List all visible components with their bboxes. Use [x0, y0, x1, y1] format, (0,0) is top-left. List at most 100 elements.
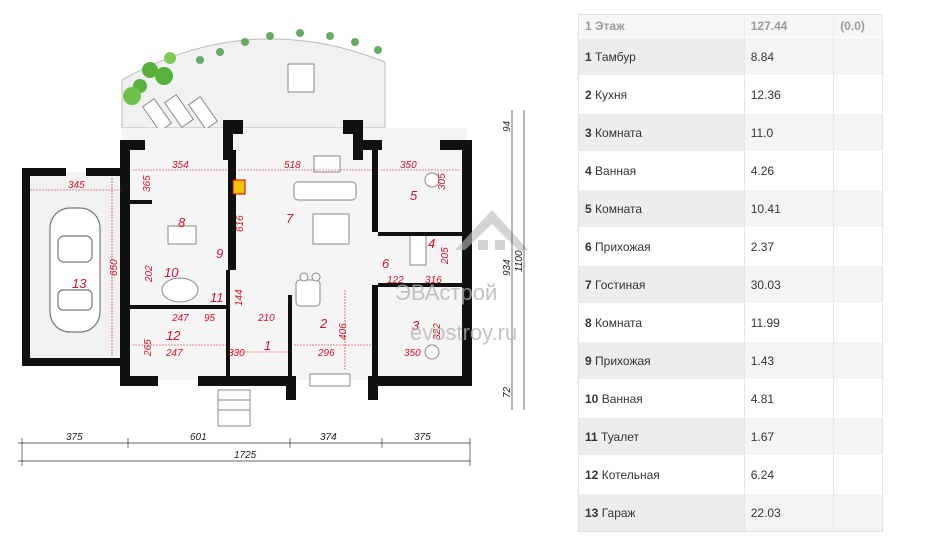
outer-dim-label: 375: [66, 432, 83, 443]
room-numbers: 1 2 3 4 5 6 7 8 9 10 11 12 13: [72, 188, 435, 353]
empty-cell: [833, 227, 883, 266]
plumbing-fixtures: [161, 155, 440, 387]
room-number: 9: [585, 353, 592, 368]
room-number-10: 10: [164, 265, 179, 280]
room-name: Ванная: [595, 163, 637, 178]
room-area: 1.43: [743, 341, 834, 380]
terrace-table: [287, 63, 315, 93]
dim-label: 518: [284, 160, 301, 171]
dim-label: 316: [425, 275, 442, 286]
floor-plan: 1 2 3 4 5 6 7 8 9 10 11 12 13 345 354 51…: [18, 29, 528, 466]
room-name-cell: 13 Гараж: [578, 493, 745, 532]
dim-label: 247: [165, 348, 183, 359]
empty-cell: [833, 341, 883, 380]
room-name: Кухня: [595, 87, 628, 102]
room-number-12: 12: [166, 328, 181, 343]
room-name: Туалет: [601, 429, 639, 444]
empty-cell: [833, 189, 883, 228]
dim-label: 305: [437, 173, 448, 190]
outer-dim-label: 375: [414, 432, 431, 443]
room-number: 11: [585, 429, 598, 444]
room-area: 4.81: [743, 379, 834, 418]
dim-label: 202: [144, 265, 155, 283]
empty-cell: [833, 493, 883, 532]
room-area: 12.36: [743, 75, 834, 114]
empty-cell: [833, 75, 883, 114]
room-number: 1: [585, 49, 592, 64]
room-number-2: 2: [319, 316, 328, 331]
outer-dim-label: 1725: [234, 450, 257, 461]
room-number-11: 11: [210, 290, 224, 305]
room-number: 3: [585, 125, 592, 140]
outer-dim-label: 934: [502, 259, 513, 276]
room-number: 13: [585, 505, 599, 520]
room-area: 11.0: [743, 113, 834, 152]
extra-area: (0.0): [833, 14, 883, 38]
sun-loungers: [141, 94, 219, 132]
empty-cell: [833, 37, 883, 76]
room-number-4: 4: [428, 236, 435, 251]
dim-label: 354: [172, 160, 189, 171]
room-name-cell: 2 Кухня: [578, 75, 745, 114]
walls: [22, 120, 472, 400]
room-name: Комната: [595, 315, 643, 330]
room-number: 4: [585, 163, 592, 178]
dim-label: 247: [171, 313, 189, 324]
dim-label: 296: [317, 348, 335, 359]
room-name: Тамбур: [595, 49, 636, 64]
dim-label: 406: [338, 323, 349, 340]
outer-dim-label: 1100: [514, 250, 525, 272]
room-name: Комната: [595, 125, 643, 140]
room-area: 1.67: [743, 417, 834, 456]
empty-cell: [833, 265, 883, 304]
total-area: 127.44: [744, 14, 835, 38]
watermark-logo: [455, 210, 528, 250]
outer-dimensions: 94 934 1100 72 375 601 374 375 1725: [66, 120, 525, 461]
room-area: 30.03: [743, 265, 834, 304]
room-name: Прихожая: [595, 353, 651, 368]
room-area: 4.26: [743, 151, 834, 190]
dim-label: 95: [204, 313, 216, 324]
outer-dimension-lines: [18, 110, 525, 466]
room-number-1: 1: [264, 338, 271, 353]
room-number: 7: [585, 277, 592, 292]
table-header: 1 Этаж 127.44 (0.0): [578, 14, 883, 38]
room-name: Комната: [595, 201, 643, 216]
room-area: 22.03: [743, 493, 834, 532]
dim-label: 144: [234, 289, 245, 306]
dim-label: 616: [235, 215, 246, 232]
outer-dim-label: 72: [502, 386, 513, 398]
dim-label: 345: [68, 180, 85, 191]
room-number: 5: [585, 201, 592, 216]
room-name-cell: 11 Туалет: [578, 417, 745, 456]
room-name-cell: 8 Комната: [578, 303, 745, 342]
room-name-cell: 7 Гостиная: [578, 265, 745, 304]
outer-dim-label: 374: [320, 432, 337, 443]
watermark-url: evostroy.ru: [410, 320, 517, 345]
room-number-9: 9: [216, 246, 223, 261]
empty-cell: [833, 113, 883, 152]
floor-label: 1 Этаж: [578, 14, 745, 38]
room-name-cell: 9 Прихожая: [578, 341, 745, 380]
inner-dimensions: 345 354 518 350 305 365 616 650 202 144 …: [68, 160, 451, 359]
empty-cell: [833, 379, 883, 418]
empty-cell: [833, 417, 883, 456]
room-name-cell: 3 Комната: [578, 113, 745, 152]
room-name-cell: 6 Прихожая: [578, 227, 745, 266]
room-area: 2.37: [743, 227, 834, 266]
room-number: 10: [585, 391, 599, 406]
outer-dim-label: 94: [502, 120, 513, 132]
dim-label: 650: [109, 259, 120, 276]
room-number-3: 3: [412, 318, 420, 333]
dim-label: 365: [142, 175, 153, 192]
